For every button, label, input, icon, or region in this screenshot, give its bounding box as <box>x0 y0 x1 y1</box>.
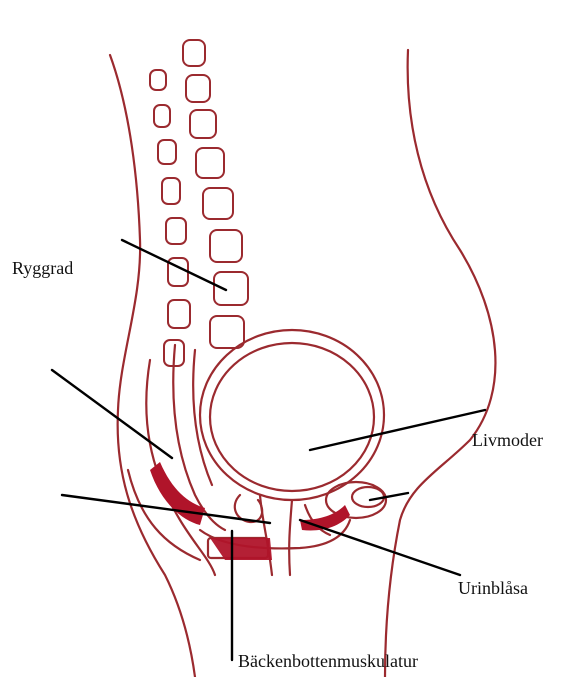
vertebra-body <box>183 40 205 66</box>
vertebra-body <box>190 110 216 138</box>
uterus-outer <box>200 330 384 500</box>
leader-lines <box>52 240 485 660</box>
vertebra-body <box>210 230 242 262</box>
back-outline <box>110 55 195 677</box>
label-spine: Ryggrad <box>12 258 73 279</box>
vertebra-process <box>154 105 170 127</box>
vertebra-body <box>210 316 244 348</box>
uterus-leader <box>310 410 485 450</box>
vertebra-body <box>196 148 224 178</box>
cervix-2 <box>289 500 292 575</box>
sacrum-leader <box>52 370 172 458</box>
vertebra-body <box>214 272 248 305</box>
uterus-inner <box>210 343 374 491</box>
vertebra-body <box>203 188 233 219</box>
bladder-leader-top <box>370 493 408 500</box>
bladder-inner <box>352 487 384 507</box>
label-pelvic-floor: Bäckenbottenmuskulatur <box>238 651 418 672</box>
vertebra-process <box>162 178 180 204</box>
vertebra-body <box>186 75 210 102</box>
vertebra-process <box>166 218 186 244</box>
vertebra-process <box>168 300 190 328</box>
vertebra-process <box>158 140 176 164</box>
label-bladder: Urinblåsa <box>458 578 528 599</box>
vertebra-process <box>150 70 166 90</box>
bladder-leader <box>300 520 460 575</box>
vertebra-process <box>168 258 188 286</box>
label-uterus: Livmoder <box>472 430 543 451</box>
spine-vertebrae <box>150 40 248 366</box>
